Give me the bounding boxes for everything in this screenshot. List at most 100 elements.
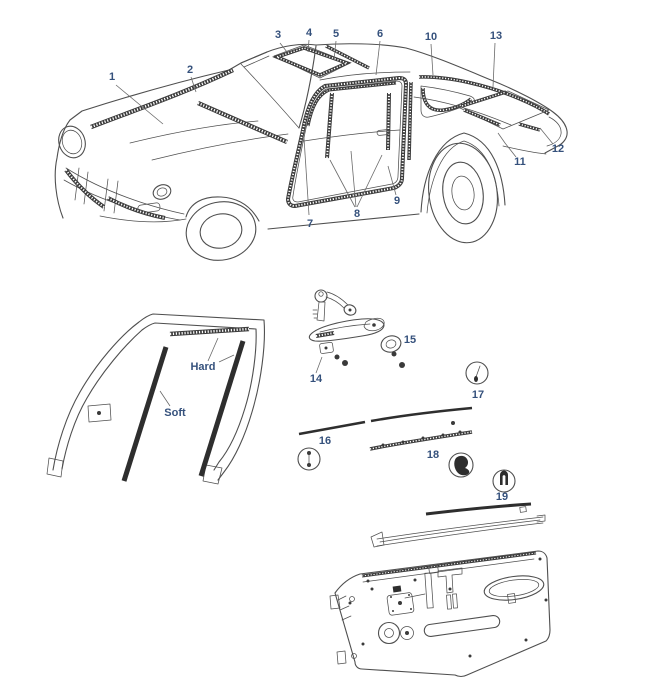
handle-escutcheon [363, 317, 385, 332]
rivet-head [474, 376, 478, 382]
seal-sunroof-opening-hatch [274, 47, 350, 76]
top-edge-bracket [428, 564, 439, 574]
pin-head [307, 463, 311, 467]
panel-inner-top-line [362, 558, 535, 583]
front-bumper-top [65, 167, 185, 215]
door-panel-assembly [329, 502, 551, 678]
callout-12: 12 [552, 143, 564, 155]
callout-11: 11 [514, 156, 526, 168]
handle-gasket-ring [380, 335, 402, 353]
fog-lamp [152, 184, 172, 200]
fastener-nut [391, 351, 397, 357]
seal-door-window-frame-hatch [307, 82, 397, 127]
panel-hole [361, 642, 365, 646]
rear-hub [451, 175, 475, 211]
rear-bumper-line [546, 116, 562, 147]
front-tire [185, 201, 257, 261]
plate-screw [392, 610, 394, 612]
trim-strip-16-left [298, 420, 366, 436]
leader-12 [539, 127, 554, 145]
key-head-hole [318, 291, 324, 297]
rear-deck-line [413, 96, 512, 126]
strip18-clip [381, 443, 385, 447]
panel-hole [413, 578, 417, 582]
channel-hard-top [169, 326, 250, 337]
leader-7 [303, 137, 310, 216]
pad-hole [324, 346, 328, 350]
door-handle-detail [376, 129, 390, 136]
door-handle-assembly: 14 15 [308, 289, 416, 385]
car-assembly: 1 2 3 4 5 6 7 8 9 10 11 12 13 [54, 27, 568, 261]
plate-screw [410, 608, 412, 610]
frame-bracket [87, 403, 112, 423]
leader-14 [315, 356, 323, 374]
callout-14: 14 [310, 373, 323, 385]
panel-hole [544, 598, 548, 602]
leader-4 [307, 39, 310, 53]
seal-division-bar-hatch [326, 92, 333, 159]
callout-8: 8 [354, 208, 360, 220]
latch-strip [446, 594, 452, 610]
bracket-screw [448, 587, 452, 591]
leader-8b [350, 150, 357, 208]
seal-engine-lid-front-hatch [461, 91, 507, 107]
leader-9 [387, 165, 397, 196]
callout-3: 3 [275, 29, 281, 41]
seal-rear-channel-hatch [387, 92, 390, 151]
leader-8a [329, 159, 356, 208]
seal-cowl-hatch [197, 101, 288, 144]
leader-2 [190, 76, 197, 93]
label-soft: Soft [164, 407, 186, 419]
window-slot-strip [425, 502, 532, 516]
key-teeth [312, 309, 318, 319]
rear-rim [442, 161, 484, 225]
hinge-bolt [351, 653, 357, 659]
leader-3 [279, 42, 288, 53]
hood-crease [129, 120, 259, 144]
latch-strip [452, 593, 458, 609]
door-panel-outline [334, 550, 551, 678]
spring-clip-detail [454, 455, 470, 476]
speaker-hole-inner [384, 628, 394, 638]
fender-crease [151, 133, 289, 161]
seal-front-lid-hatch [65, 169, 105, 208]
u-clip-detail [500, 470, 508, 485]
callout-10: 10 [425, 31, 437, 43]
leader-hard-b [218, 354, 235, 363]
a-pillar-inner [243, 55, 270, 68]
door-inner-outline [292, 80, 403, 203]
lock-linkage-arm-lower [325, 296, 345, 309]
callout-1: 1 [109, 71, 115, 83]
seal-hood-edge [90, 67, 234, 130]
callout-17: 17 [472, 389, 484, 401]
frame-foot-left [46, 457, 64, 478]
headlight-inner [61, 129, 83, 155]
handle-pad [319, 341, 334, 354]
leader-soft [159, 390, 171, 407]
small-hole-pin [405, 631, 409, 635]
regulator-plate [386, 592, 415, 616]
panel-hole [524, 638, 528, 642]
fastener-detail-circle [448, 452, 474, 478]
callout-6: 6 [377, 28, 383, 40]
lock-linkage-arm [326, 291, 349, 306]
leader-1 [115, 84, 164, 125]
t-bracket [437, 567, 463, 594]
seal-sunroof-panel-hatch [325, 45, 370, 69]
headlight [58, 125, 86, 159]
label-hard: Hard [190, 361, 215, 373]
rocker-line [267, 213, 420, 230]
windshield-bottom-edge [240, 63, 300, 129]
trim-strip-16-right [370, 406, 473, 423]
front-valance-line [99, 215, 187, 223]
seal-b-pillar [407, 81, 413, 161]
armrest-recess [483, 575, 545, 601]
windshield-right-edge [298, 45, 317, 129]
handle-body [308, 318, 385, 342]
callout-9: 9 [394, 195, 400, 207]
belt-line [303, 129, 401, 142]
frame-foot-right [202, 464, 223, 485]
strip18-clip [458, 430, 462, 434]
